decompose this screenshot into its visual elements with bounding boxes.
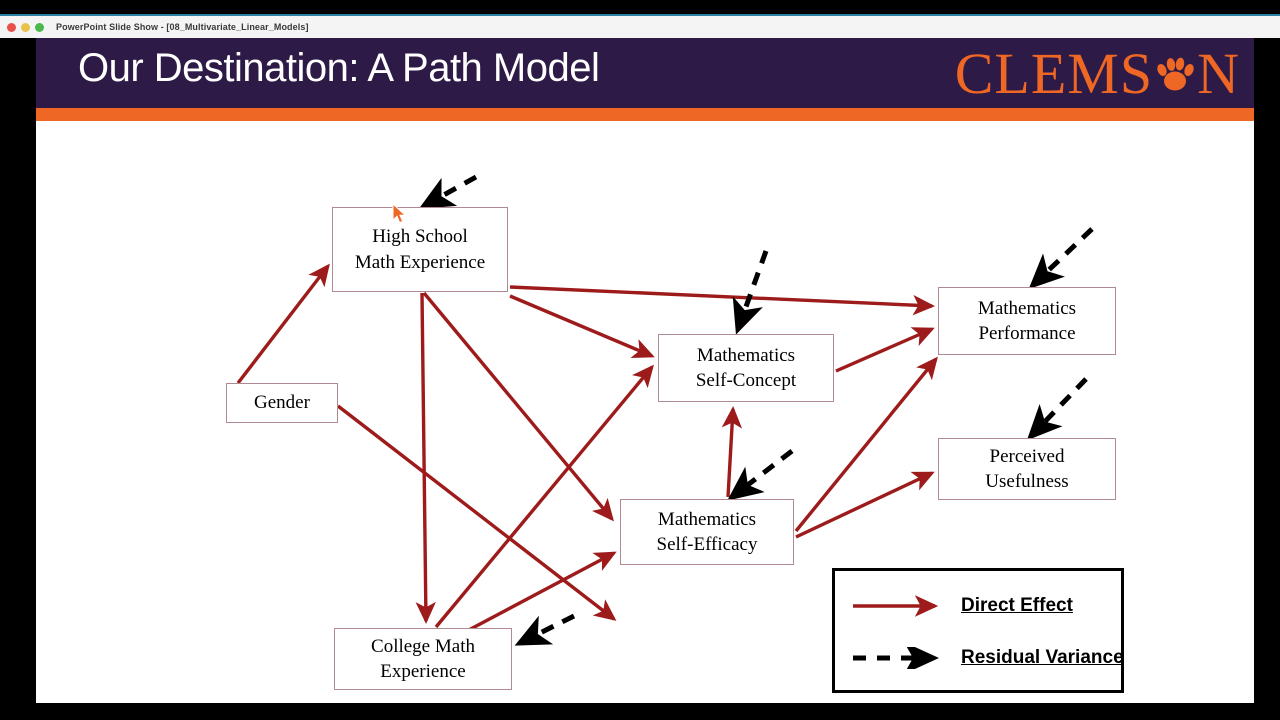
page-title: Our Destination: A Path Model	[78, 46, 600, 90]
edge-math-self-efficacy-to-math-self-concept	[721, 405, 743, 498]
node-label-line: College Math	[371, 635, 475, 657]
residual-math-self-efficacy	[727, 449, 794, 501]
node-label-line: Math Experience	[354, 251, 486, 273]
edge-math-self-efficacy-to-math-performance	[794, 356, 938, 533]
node-mathematics-self-concept[interactable]: Mathematics Self-Concept	[658, 334, 834, 402]
node-label-line: Mathematics	[977, 297, 1077, 319]
edge-math-self-concept-to-math-performance	[835, 327, 935, 373]
path-model-diagram: High School Math Experience Gender Mathe…	[36, 121, 1254, 703]
residual-math-self-concept	[732, 250, 769, 335]
edge-math-self-efficacy-to-perceived-usefulness	[795, 471, 935, 539]
direct-effect-arrow-icon	[853, 595, 939, 617]
node-college-math-experience[interactable]: College Math Experience	[334, 628, 512, 690]
residual-variance-arrow-icon	[853, 647, 939, 669]
zoom-button[interactable]	[35, 22, 44, 32]
node-label-line: Self-Efficacy	[656, 534, 758, 555]
node-high-school-math-experience[interactable]: High School Math Experience	[332, 207, 508, 292]
residual-math-performance	[1028, 227, 1094, 290]
edge-college-math-to-math-self-concept	[434, 364, 654, 629]
clemson-wordmark-before: CLEMS	[954, 41, 1154, 106]
window-title: PowerPoint Slide Show - [08_Multivariate…	[56, 22, 309, 32]
residual-hs-math	[418, 174, 478, 209]
clemson-wordmark-after: N	[1197, 41, 1240, 106]
direct-effect-edges	[236, 263, 938, 643]
node-gender[interactable]: Gender	[226, 383, 338, 423]
close-button[interactable]	[7, 22, 16, 32]
node-label-line: High School	[372, 226, 468, 248]
clemson-logo: CLEMS N	[955, 40, 1240, 108]
accent-bar	[36, 108, 1254, 121]
edge-hs-math-to-college-math	[415, 292, 436, 625]
legend-label-residual-variance: Residual Variance	[961, 647, 1124, 668]
legend-item-residual-variance: Residual Variance	[851, 647, 1124, 669]
legend-item-direct-effect: Direct Effect	[851, 595, 1073, 617]
edge-hs-math-to-math-self-efficacy	[422, 291, 614, 522]
node-label-line: Experience	[380, 661, 466, 682]
edge-college-math-to-math-self-efficacy	[447, 551, 617, 643]
legend-box: Direct Effect Residual Variance	[832, 568, 1124, 693]
edge-hs-math-to-math-performance	[509, 285, 936, 316]
node-label-line: Performance	[978, 323, 1076, 344]
slide-canvas[interactable]: Our Destination: A Path Model CLEMS N	[36, 38, 1254, 703]
edge-hs-math-to-math-self-concept	[509, 294, 655, 358]
node-label-line: Gender	[254, 392, 310, 414]
slide-header-banner	[36, 38, 1254, 108]
legend-label-direct-effect: Direct Effect	[961, 595, 1073, 616]
node-mathematics-performance[interactable]: Mathematics Performance	[938, 287, 1116, 355]
edge-gender-to-math-self-efficacy	[336, 404, 617, 621]
residual-college-math	[514, 613, 576, 646]
node-label-line: Mathematics	[696, 344, 796, 366]
node-perceived-usefulness[interactable]: Perceived Usefulness	[938, 438, 1116, 500]
node-label-line: Self-Concept	[695, 370, 797, 391]
tiger-paw-icon	[1153, 45, 1197, 103]
node-label-line: Perceived	[989, 445, 1065, 467]
diagram-edges	[236, 174, 1094, 646]
window-controls	[7, 22, 44, 32]
node-label-line: Mathematics	[657, 508, 757, 530]
minimize-button[interactable]	[21, 22, 30, 32]
residual-perceived-usefulness	[1026, 377, 1088, 441]
node-label-line: Usefulness	[985, 471, 1069, 492]
node-mathematics-self-efficacy[interactable]: Mathematics Self-Efficacy	[620, 499, 794, 565]
edge-gender-to-hs-math	[236, 263, 330, 385]
residual-variance-edges	[418, 174, 1094, 646]
window-titlebar: PowerPoint Slide Show - [08_Multivariate…	[0, 14, 1280, 38]
